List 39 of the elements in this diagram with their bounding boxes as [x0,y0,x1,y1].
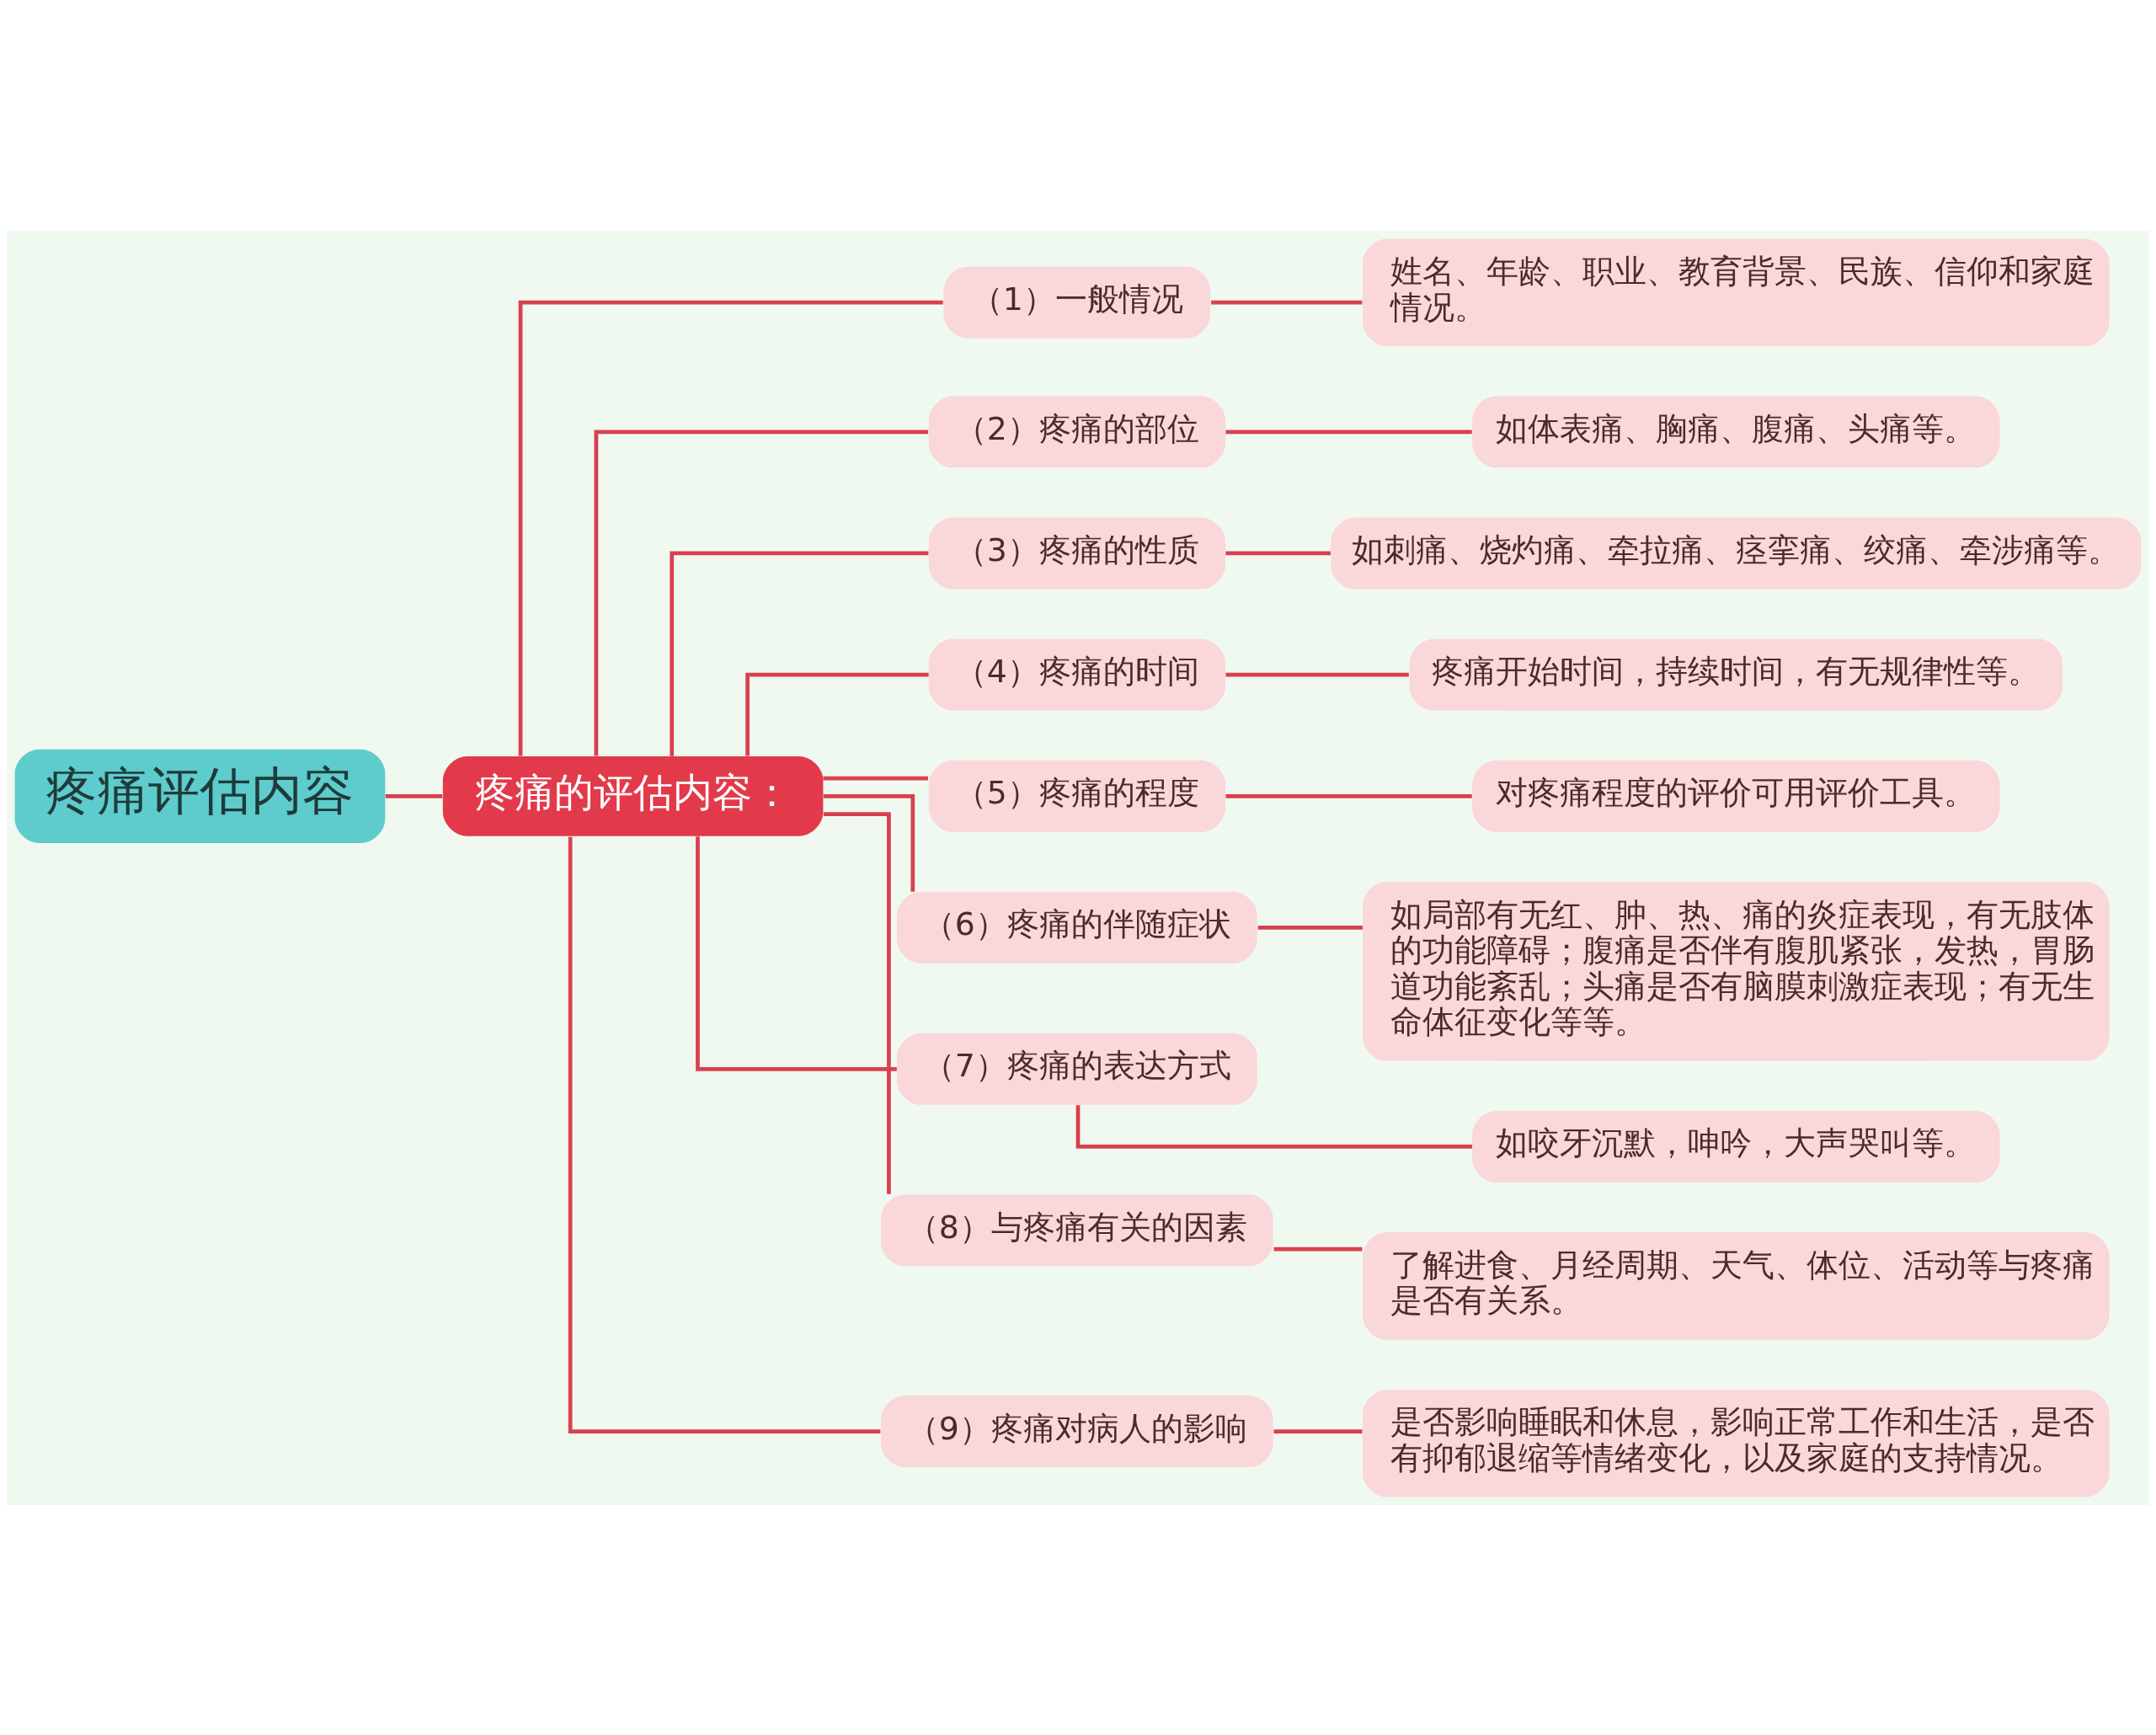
connector [518,300,943,755]
connector [670,551,929,756]
node-box: （7）疼痛的表达方式 [896,1033,1257,1105]
node-box: （4）疼痛的时间 [928,638,1225,711]
node-box: （8）与疼痛有关的因素 [880,1193,1273,1266]
connector [1075,1104,1473,1149]
node-box: （6）疼痛的伴随症状 [896,891,1257,964]
connector [1211,300,1363,304]
node-box: 疼痛评估内容 [14,749,386,843]
node-box: 了解进食、月经周期、天气、体位、活动等与疼痛是否有关系。 [1363,1231,2110,1340]
node-box: 对疼痛程度的评价可用评价工具。 [1472,760,2000,832]
connector [1225,551,1331,555]
connector [745,672,929,755]
connector [1257,925,1363,930]
connector [594,429,929,755]
node-box: 如体表痛、胸痛、腹痛、头痛等。 [1472,395,2000,467]
node-box: （5）疼痛的程度 [928,760,1225,832]
node-box: 是否影响睡眠和休息，影响正常工作和生活，是否有抑郁退缩等情绪变化，以及家庭的支持情况。 [1363,1389,2110,1497]
node-box: 姓名、年龄、职业、教育背景、民族、信仰和家庭情况。 [1363,238,2110,346]
connector [385,793,443,798]
node-box: 如刺痛、烧灼痛、牵拉痛、痉挛痛、绞痛、牵涉痛等。 [1331,516,2142,590]
connector [823,811,891,1194]
connector [696,835,897,1071]
connector [1225,429,1472,434]
node-box: 如局部有无红、肿、热、痛的炎症表现，有无肢体的功能障碍；腹痛是否伴有腹肌紧张，发热，胃肠道功能紊乱；头痛是否有脑膜刺激症表现；有无生命体征变化等等。 [1363,881,2110,1061]
connector [823,776,928,780]
connector [568,836,881,1433]
node-box: 疼痛开始时间，持续时间，有无规律性等。 [1409,638,2063,711]
connector [823,793,915,892]
node-box: （2）疼痛的部位 [928,395,1225,467]
connector [1225,793,1472,798]
node-box: 疼痛的评估内容： [442,755,824,836]
node-box: 如咬牙沉默，呻吟，大声哭叫等。 [1472,1110,2000,1182]
node-box: （3）疼痛的性质 [928,516,1225,590]
connector [1225,672,1409,677]
node-box: （9）疼痛对病人的影响 [880,1395,1273,1467]
connector [1273,1247,1363,1252]
connector [1273,1428,1363,1433]
node-box: （1）一般情况 [943,266,1211,339]
